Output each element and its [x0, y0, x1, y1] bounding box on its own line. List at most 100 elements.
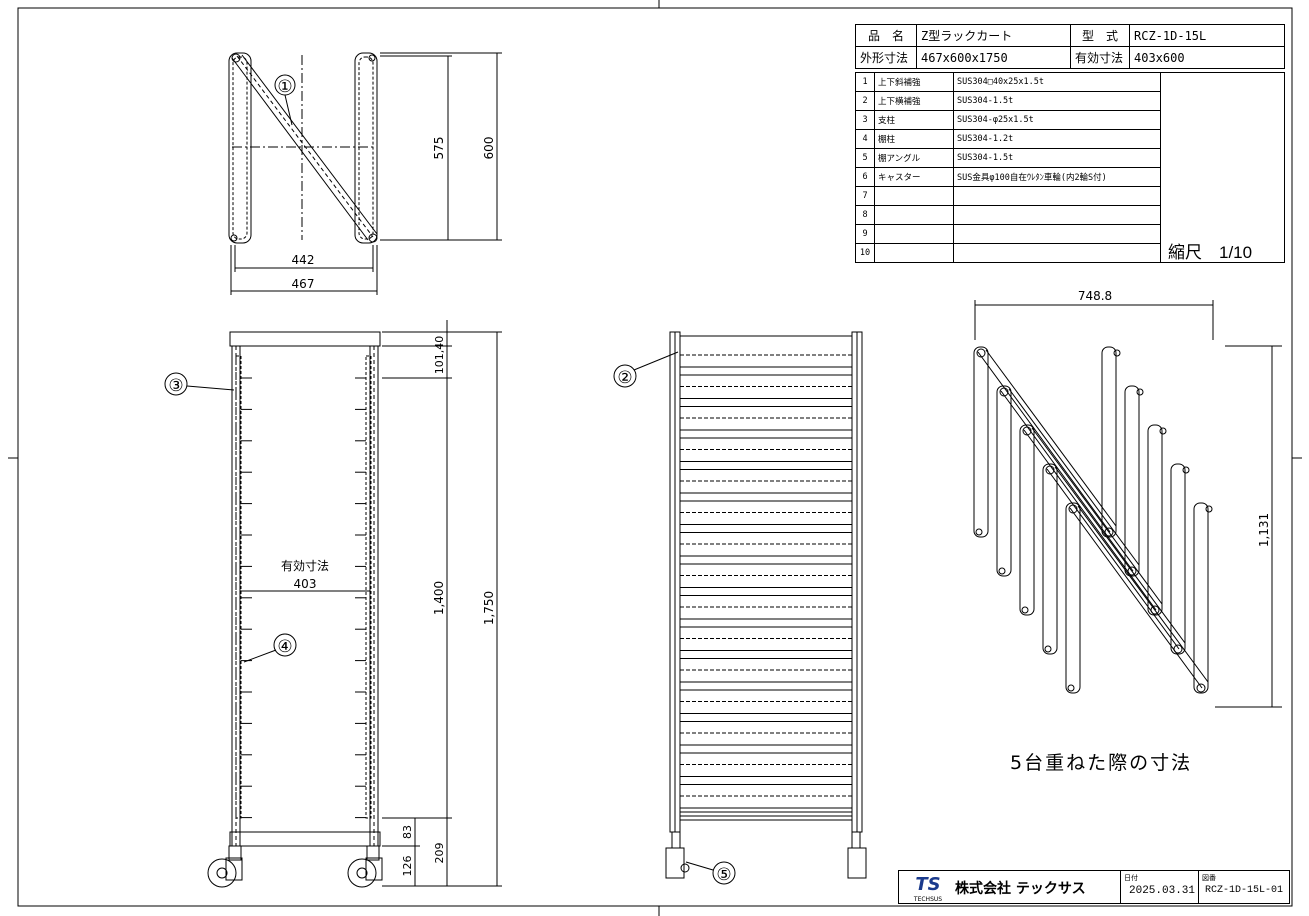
callout-1: ①	[277, 77, 292, 97]
effective-dim-403: 403	[294, 577, 317, 591]
stacked-cart	[1065, 502, 1213, 694]
stack-bolt	[1136, 388, 1144, 396]
parts-row: 7	[855, 186, 1161, 206]
parts-spec: SUS304-1.5t	[953, 148, 1161, 168]
stack-bolt	[1044, 645, 1052, 653]
stack-post-right	[1101, 346, 1117, 538]
stack-bolt	[1196, 683, 1206, 693]
footer-block: 株式会社 テックサス 日付 2025.03.31 図番 RCZ-1D-15L-0…	[898, 870, 1290, 904]
stacked-cart	[996, 385, 1144, 577]
stack-post-right	[1147, 424, 1163, 616]
company-name: 株式会社 テックサス	[955, 881, 1086, 897]
title-table: 品 名 Z型ラックカート 型 式 RCZ-1D-15L 外形寸法 467x600…	[855, 24, 1285, 69]
stack-brace	[1046, 468, 1180, 650]
stack-brace	[1069, 507, 1203, 689]
dim-101-40: 101,40	[433, 336, 446, 375]
parts-no: 6	[855, 167, 875, 187]
scale-box	[1161, 72, 1285, 263]
callout-5: ⑤	[716, 865, 731, 885]
parts-spec	[953, 205, 1161, 225]
stack-brace	[985, 349, 1117, 527]
stack-bolt	[1021, 606, 1029, 614]
name-label: 品 名	[855, 24, 917, 47]
parts-name: 棚アングル	[874, 148, 954, 168]
stack-bolt	[976, 348, 986, 358]
dim-467: 467	[292, 277, 315, 291]
stack-brace	[1008, 388, 1140, 566]
dim-442: 442	[292, 253, 315, 267]
stack-bolt	[1205, 505, 1213, 513]
model-value: RCZ-1D-15L	[1129, 24, 1285, 47]
stack-post-left	[1065, 502, 1081, 694]
parts-no: 9	[855, 224, 875, 244]
stacked-carts-view	[973, 346, 1213, 694]
drawing-no-label: 図番	[1202, 874, 1216, 882]
dim-748-8: 748.8	[1078, 289, 1112, 303]
model-label: 型 式	[1070, 24, 1130, 47]
stack-bolt	[998, 567, 1006, 575]
stacked-cart	[1019, 424, 1167, 616]
dim-1131: 1,131	[1257, 513, 1271, 547]
side-callouts	[613, 351, 736, 885]
stack-brace	[1077, 505, 1209, 683]
parts-spec	[953, 224, 1161, 244]
date-value: 2025.03.31	[1129, 885, 1196, 897]
dim-1750: 1,750	[482, 591, 496, 625]
svg-text:TS: TS	[915, 874, 940, 895]
stack-bolt	[999, 387, 1009, 397]
outer-dim-label: 外形寸法	[855, 46, 917, 69]
parts-spec	[953, 243, 1161, 263]
stack-bolt	[1022, 426, 1032, 436]
outer-dim-value: 467x600x1750	[916, 46, 1071, 69]
front-casters	[207, 845, 383, 888]
stack-bolt	[975, 528, 983, 536]
top-view-dimensions	[230, 52, 502, 295]
stack-caption: 5台重ねた際の寸法	[1010, 752, 1193, 774]
stack-bolt	[1068, 504, 1078, 514]
stack-post-left	[973, 346, 989, 538]
parts-name: 上下斜補強	[874, 72, 954, 92]
stack-brace	[1000, 390, 1134, 572]
stack-bolt	[1182, 466, 1190, 474]
dim-83: 83	[401, 825, 414, 839]
techsus-logo: TS TECHSUS	[913, 874, 942, 903]
parts-name	[874, 224, 954, 244]
dim-575: 575	[432, 137, 446, 160]
stack-brace	[977, 351, 1111, 533]
svg-text:TECHSUS: TECHSUS	[913, 896, 942, 903]
stack-bolt	[1159, 427, 1167, 435]
parts-no: 8	[855, 205, 875, 225]
drawing-no-value: RCZ-1D-15L-01	[1205, 885, 1284, 896]
stack-post-left	[1019, 424, 1035, 616]
callout-3: ③	[168, 376, 183, 396]
sheet-border	[17, 7, 1293, 907]
stack-post-right	[1124, 385, 1140, 577]
parts-spec	[953, 186, 1161, 206]
parts-spec: SUS金具φ100自在ｳﾚﾀﾝ車輪(内2輪S付)	[953, 167, 1161, 187]
stack-dimensions	[974, 300, 1282, 708]
parts-row: 9	[855, 224, 1161, 244]
stack-bolt	[1045, 465, 1055, 475]
parts-no: 7	[855, 186, 875, 206]
front-callouts	[164, 372, 297, 663]
parts-spec: SUS304-1.5t	[953, 91, 1161, 111]
parts-name	[874, 205, 954, 225]
parts-name: 棚柱	[874, 129, 954, 149]
date-cell: 日付 2025.03.31	[1121, 871, 1199, 903]
parts-no: 10	[855, 243, 875, 263]
parts-name: 上下横補強	[874, 91, 954, 111]
stack-post-left	[996, 385, 1012, 577]
stack-post-right	[1170, 463, 1186, 655]
name-value: Z型ラックカート	[916, 24, 1071, 47]
dim-209: 209	[433, 843, 446, 864]
company-cell: 株式会社 テックサス	[899, 871, 1121, 903]
stack-bolt	[1067, 684, 1075, 692]
parts-spec: SUS304□40x25x1.5t	[953, 72, 1161, 92]
parts-spec: SUS304-1.2t	[953, 129, 1161, 149]
front-dimensions	[240, 320, 502, 887]
parts-name	[874, 186, 954, 206]
